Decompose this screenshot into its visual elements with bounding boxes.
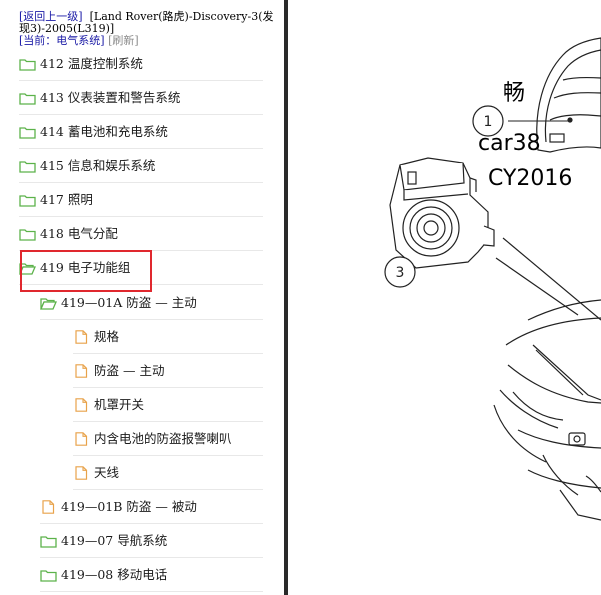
tree-item[interactable]: 419—01A 防盗 — 主动 (40, 286, 263, 320)
tree-item[interactable]: 414 蓄电池和充电系统 (19, 115, 263, 149)
instrument-cluster-drawing (536, 37, 601, 153)
watermark-text-3: CY2016 (488, 166, 572, 191)
tree-item-label: 412 温度控制系统 (40, 55, 143, 71)
diagram-viewer: 1 3 (288, 0, 601, 595)
watermark-text-1: 畅 (503, 81, 525, 106)
document-icon (73, 363, 94, 378)
alarm-siren-drawing (389, 157, 495, 269)
tree-item[interactable]: 418 电气分配 (19, 217, 263, 251)
tree-item-label: 414 蓄电池和充电系统 (40, 123, 168, 139)
tree-item-label: 419—01A 防盗 — 主动 (61, 294, 197, 310)
folder-open-icon (40, 296, 61, 310)
document-icon (73, 397, 94, 412)
tree-item-label: 防盗 — 主动 (94, 362, 165, 378)
sidebar-tree-panel: [返回上一级] [Land Rover(路虎)-Discovery-3(发现3)… (0, 0, 284, 595)
back-link[interactable]: [返回上一级] (19, 10, 83, 23)
document-icon (73, 431, 94, 446)
navigation-header: [返回上一级] [Land Rover(路虎)-Discovery-3(发现3)… (19, 11, 279, 47)
tree-item-label: 419—01B 防盗 — 被动 (61, 498, 197, 514)
folder-icon (40, 534, 61, 548)
folder-icon (19, 57, 40, 71)
tree-item[interactable]: 天线 (73, 456, 263, 490)
highlight-box (20, 250, 152, 292)
tree-item[interactable]: 机罩开关 (73, 388, 263, 422)
tree-item[interactable]: 419—08 移动电话 (40, 558, 263, 592)
tree-item-label: 413 仪表装置和警告系统 (40, 89, 181, 105)
tree-item-label: 机罩开关 (94, 396, 145, 412)
tree-item-label: 415 信息和娱乐系统 (40, 157, 156, 173)
callout-3-label: 3 (396, 265, 405, 281)
tree-item[interactable]: 规格 (73, 320, 263, 354)
watermark-text-2: car38 (478, 131, 541, 156)
vehicle-front-drawing (493, 299, 601, 521)
document-icon (73, 329, 94, 344)
tree-item[interactable]: 415 信息和娱乐系统 (19, 149, 263, 183)
tree-item-label: 内含电池的防盗报警喇叭 (94, 430, 232, 446)
component-diagram: 1 3 (384, 37, 601, 521)
tree-item-label: 417 照明 (40, 191, 93, 207)
document-icon (73, 465, 94, 480)
tree-item-label: 419—07 导航系统 (61, 532, 168, 548)
vehicle-model-path: [Land Rover(路虎)-Discovery-3(发现3)-2005(L3… (19, 10, 274, 35)
folder-icon (19, 227, 40, 241)
tree-item-label: 规格 (94, 328, 120, 344)
current-location: [当前：电气系统] (19, 34, 105, 47)
tree-item[interactable]: 419—07 导航系统 (40, 524, 263, 558)
tree-item-label: 419—08 移动电话 (61, 566, 168, 582)
tree-item[interactable]: 内含电池的防盗报警喇叭 (73, 422, 263, 456)
folder-icon (19, 193, 40, 207)
tree-item[interactable]: 419—01B 防盗 — 被动 (40, 490, 263, 524)
folder-icon (19, 91, 40, 105)
tree-item[interactable]: 413 仪表装置和警告系统 (19, 81, 263, 115)
tree-item[interactable]: 412 温度控制系统 (19, 47, 263, 81)
tree-item[interactable]: 417 照明 (19, 183, 263, 217)
callout-1-label: 1 (484, 114, 493, 130)
folder-icon (40, 568, 61, 582)
refresh-link[interactable]: [刷新] (108, 34, 139, 47)
tree-item-label: 419 电子功能组 (40, 259, 131, 275)
tree-item-label: 418 电气分配 (40, 225, 118, 241)
folder-icon (19, 125, 40, 139)
folder-icon (19, 159, 40, 173)
tree-item-label: 天线 (94, 464, 120, 480)
tree-item[interactable]: 防盗 — 主动 (73, 354, 263, 388)
panel-splitter[interactable] (284, 0, 288, 595)
document-icon (40, 499, 61, 514)
